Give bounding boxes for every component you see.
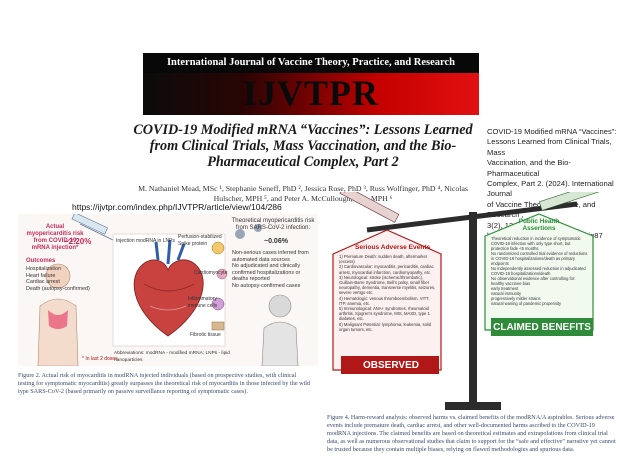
figure-2-caption: Figure 2. Actual risk of myocarditis in … — [18, 372, 311, 395]
adverse-events-list: 1) Premature Death: sudden death, afterm… — [339, 254, 437, 332]
vaccinated-person-icon — [37, 263, 79, 367]
abbreviations-note: Abbreviations: modRNA - modified mRNA; L… — [114, 351, 230, 363]
theoretical-note: No adjudicated and clinically confirmed … — [232, 263, 301, 283]
harm-benefit-figure: Serious Adverse Events 1) Premature Deat… — [327, 182, 620, 410]
citation-line: Vaccination, and the Bio-Pharmaceutical — [487, 158, 571, 178]
heart-label: Perfusion-stabilized Spike protein — [178, 234, 222, 247]
benefit-item: early treatment — [491, 286, 519, 291]
benefits-banner — [491, 318, 593, 336]
adverse-event-item: 1) Premature Death: sudden death, afterm… — [339, 254, 427, 265]
myocarditis-illustration — [18, 212, 318, 367]
citation-line: Complex, Part 2. (2024). International J… — [487, 179, 614, 199]
benefit-item: natural waning of pandemic propensity — [491, 301, 562, 306]
outcome-item: Death (autopsy-confirmed) — [26, 285, 90, 292]
adverse-event-item: 3) Neurological: stroke (ischemic/thromb… — [339, 274, 436, 296]
heart-label: Inflammatory immune cells — [188, 296, 218, 309]
figure-4-caption: Figure 4. Harm-reward analysis: observed… — [327, 414, 616, 453]
virus-icon — [235, 224, 262, 239]
heart-icon — [133, 239, 204, 337]
journal-code: IJVTPR — [242, 73, 379, 113]
theoretical-risk-value: ~0.06% — [264, 238, 288, 245]
benefit-item: progressively milder strains — [491, 296, 541, 301]
left-syringe-icon — [336, 184, 400, 223]
heart-label: Injection modRNA in LNPs — [116, 238, 175, 244]
right-syringe-icon — [538, 182, 602, 211]
outcome-item: Heart failure — [26, 272, 56, 279]
outcome-item: Hospitalization — [26, 266, 62, 272]
article-authors: M. Nathaniel Mead, MSc ¹, Stephanie Sene… — [138, 184, 468, 203]
journal-name: International Journal of Vaccine Theory,… — [143, 53, 479, 73]
outcomes-title: Outcomes — [26, 258, 56, 264]
article-url[interactable]: https://ijvtpr.com/index.php/IJVTPR/arti… — [72, 202, 282, 212]
scale-post — [469, 212, 477, 408]
benefit-item: natural immunity — [491, 291, 522, 296]
syringe-icon — [71, 212, 114, 241]
benefits-list: Theoretical reduction in incidence of sy… — [491, 236, 589, 306]
benefit-item: No observational evidence after controll… — [491, 276, 576, 281]
benefit-item: Theoretical reduction in incidence of sy… — [491, 236, 581, 251]
adverse-event-item: 6) Malignant Potential: lymphoma, leukem… — [339, 321, 432, 332]
claimed-benefits-label: CLAIMED BENEFITS — [493, 322, 591, 333]
adverse-event-item: 4) Hematologic: venous thromboembolism, … — [339, 295, 430, 306]
adverse-event-item: 2) Cardiovascular: myocarditis, pericard… — [339, 264, 434, 275]
harms-pan — [332, 229, 442, 371]
benefits-pan — [484, 213, 594, 331]
heart-label: Cardiomyocyte — [194, 270, 228, 276]
adverse-event-item: 5) Immunological: ANA+ syndromes, rheuma… — [339, 306, 430, 322]
theoretical-notes: Non-serious cases inferred from automate… — [232, 250, 316, 290]
journal-banner: International Journal of Vaccine Theory,… — [143, 53, 479, 115]
outcomes-list: Hospitalization Heart failure Cardiac ar… — [26, 266, 98, 292]
public-health-title: Public Health Assertions — [518, 218, 560, 232]
observed-harms-label: OBSERVED HARMS — [363, 360, 419, 384]
article-title: COVID-19 Modified mRNA “Vaccines”: Lesso… — [133, 122, 473, 170]
cell-icons — [211, 241, 228, 331]
heart-label: Fibrotic tissue — [190, 332, 221, 338]
balance-scale-illustration — [332, 182, 602, 410]
benefit-item: healthy vaccinee bias — [491, 281, 531, 286]
theoretical-note: Non-serious cases inferred from automate… — [232, 250, 309, 263]
actual-risk-title: Actual myopericarditis risk from COVID-1… — [26, 224, 84, 251]
theoretical-risk-title: Theoretical myopericarditis risk from SA… — [231, 218, 315, 231]
myocarditis-figure: Actual myopericarditis risk from COVID-1… — [18, 212, 318, 367]
scale-base — [445, 402, 501, 410]
benefit-item: No independently assessed reduction in a… — [491, 266, 586, 276]
outcome-item: Cardiac arrest — [26, 279, 60, 286]
actual-risk-value: ~2.20% — [64, 237, 92, 246]
citation-line: COVID-19 Modified mRNA “Vaccines”: — [487, 127, 617, 136]
figure-footnote: * In last 2 doses — [82, 356, 118, 362]
theoretical-note: No autopsy-confirmed cases — [232, 282, 301, 289]
adverse-events-title: Serious Adverse Events — [355, 244, 431, 251]
infected-person-icon — [261, 294, 299, 367]
harms-banner — [341, 356, 439, 374]
benefit-item: No randomized controlled trial evidence … — [491, 251, 588, 266]
citation-line: Lessons Learned from Clinical Trials, Ma… — [487, 137, 612, 157]
